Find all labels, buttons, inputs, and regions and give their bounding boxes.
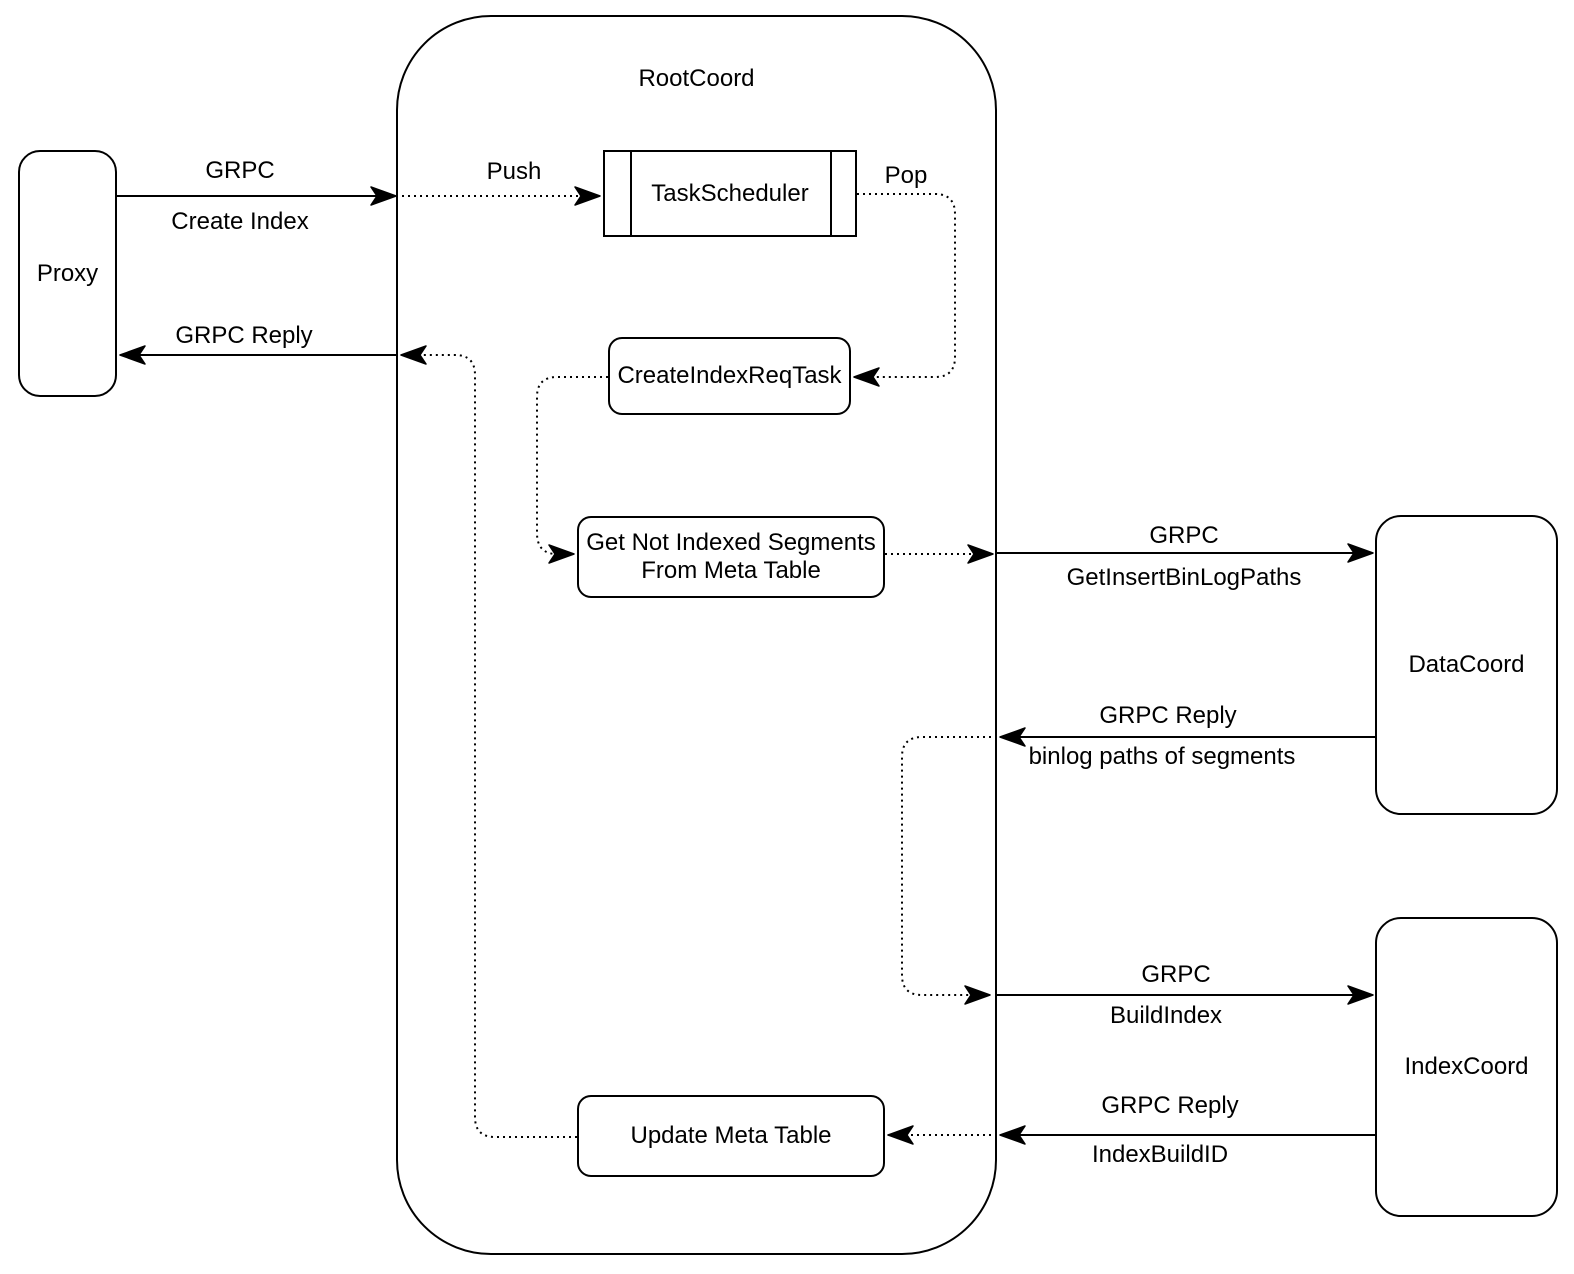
edge-label-get-insert-binlog-protocol: GRPC — [1149, 522, 1219, 549]
edge-label-binlog-reply-payload: binlog paths of segments — [1028, 743, 1296, 770]
edge-label-binlog-reply-protocol: GRPC Reply — [1099, 702, 1237, 729]
node-rootcoord: RootCoord — [396, 15, 997, 1255]
rootcoord-title: RootCoord — [638, 65, 755, 92]
task-scheduler-label: TaskScheduler — [651, 179, 809, 207]
node-create-index-req-task: CreateIndexReqTask — [608, 337, 851, 415]
node-task-scheduler: TaskScheduler — [603, 150, 857, 237]
edge-update-meta-to-reply-line — [400, 345, 577, 1138]
edge-label-build-index-protocol: GRPC — [1141, 961, 1211, 988]
edge-label-get-insert-binlog-method: GetInsertBinLogPaths — [1066, 564, 1302, 591]
edge-label-create-index-method: Create Index — [171, 208, 309, 235]
node-proxy: Proxy — [18, 150, 117, 397]
edge-label-grpc-reply-to-proxy: GRPC Reply — [175, 322, 313, 349]
edge-binlog-loop-line — [901, 736, 997, 1005]
node-data-coord: DataCoord — [1375, 515, 1558, 815]
task-scheduler-right-bar — [830, 152, 832, 235]
node-update-meta-table: Update Meta Table — [577, 1095, 885, 1177]
node-get-not-indexed-segments: Get Not Indexed Segments From Meta Table — [577, 516, 885, 598]
create-index-req-task-label: CreateIndexReqTask — [617, 362, 842, 390]
data-coord-label: DataCoord — [1408, 651, 1525, 679]
node-index-coord: IndexCoord — [1375, 917, 1558, 1217]
edge-label-index-build-reply-payload: IndexBuildID — [1091, 1141, 1229, 1168]
get-not-indexed-segments-line2: From Meta Table — [641, 557, 821, 584]
edge-label-create-index-protocol: GRPC — [205, 157, 275, 184]
edge-label-build-index-method: BuildIndex — [1109, 1002, 1223, 1029]
edge-pop-line — [853, 193, 956, 387]
update-meta-table-label: Update Meta Table — [630, 1122, 832, 1150]
proxy-label: Proxy — [36, 259, 99, 287]
edge-task-to-get-segments-line — [536, 376, 608, 564]
edge-label-pop: Pop — [884, 162, 928, 189]
edge-label-index-build-reply-protocol: GRPC Reply — [1101, 1092, 1239, 1119]
index-coord-label: IndexCoord — [1404, 1053, 1529, 1081]
task-scheduler-left-bar — [630, 152, 632, 235]
get-not-indexed-segments-line1: Get Not Indexed Segments — [586, 529, 876, 557]
edge-label-push: Push — [486, 158, 542, 185]
